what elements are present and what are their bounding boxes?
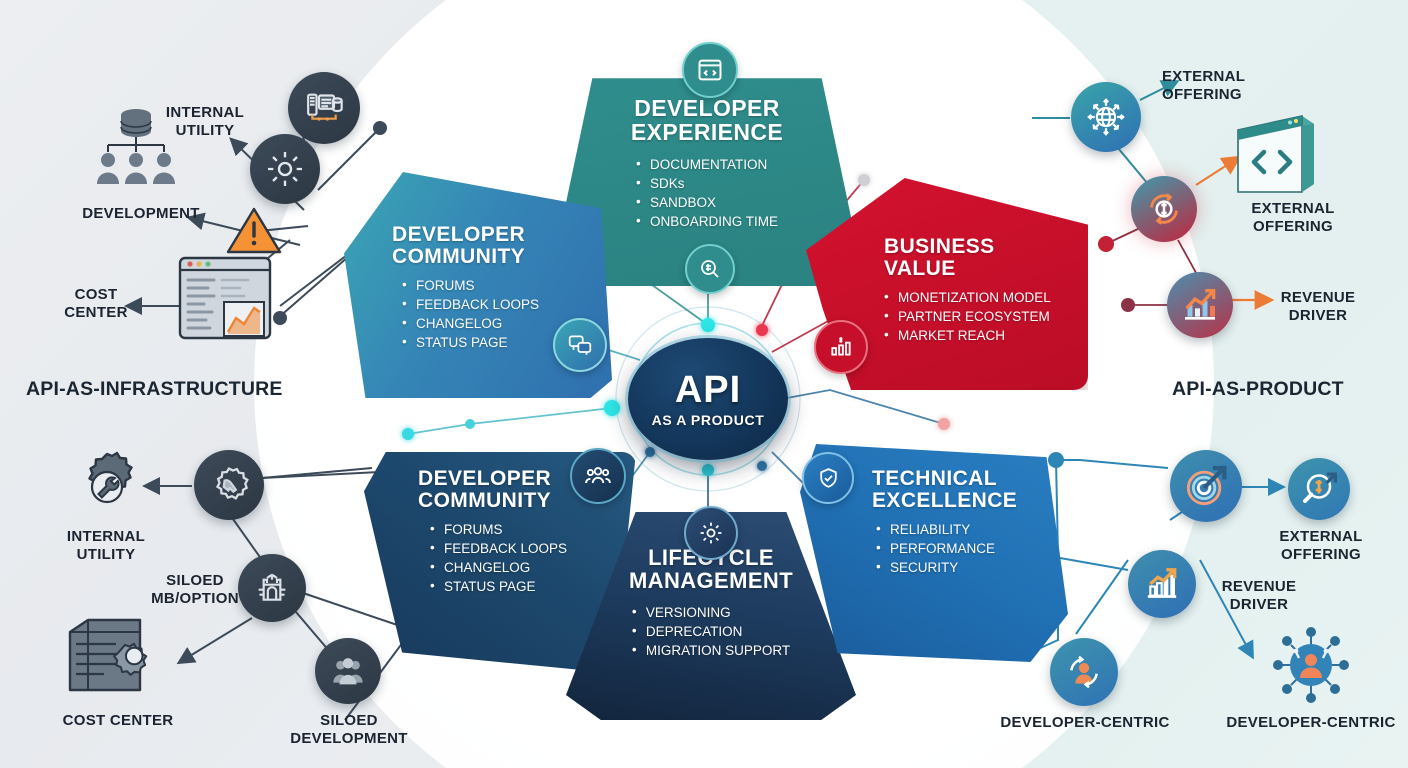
label-developer-centric: DEVELOPER-CENTRIC xyxy=(1226,714,1396,731)
list-item: MIGRATION SUPPORT xyxy=(632,640,790,660)
hub-secondary-label: AS A PRODUCT xyxy=(651,411,765,428)
list-item: SDKs xyxy=(636,173,778,193)
label-external-offering: EXTERNAL OFFERING xyxy=(1162,68,1246,103)
shield-check-icon[interactable] xyxy=(802,452,854,504)
server-gear-icon xyxy=(62,614,172,706)
label-external-offering: EXTERNAL OFFERING xyxy=(1279,528,1363,563)
list-item: PARTNER ECOSYSTEM xyxy=(884,306,1088,326)
database-team-icon xyxy=(88,104,184,188)
list-item: SECURITY xyxy=(876,557,1068,577)
chat-bubbles-icon[interactable] xyxy=(553,318,607,372)
center-hub[interactable]: API AS A PRODUCT xyxy=(628,338,788,460)
code-window-icon[interactable] xyxy=(682,42,738,98)
growth-chart-icon[interactable] xyxy=(1167,272,1233,338)
segment-title: BUSINESS VALUE xyxy=(884,235,995,281)
label-internal-utility: INTERNAL UTILITY xyxy=(165,104,245,139)
list-item: RELIABILITY xyxy=(876,518,1068,539)
list-item: SANDBOX xyxy=(636,192,778,212)
list-item: MONETIZATION MODEL xyxy=(884,286,1088,307)
search-api-icon[interactable] xyxy=(685,244,735,294)
gear-wrench-icon xyxy=(70,450,144,524)
code-window-3d-icon xyxy=(1224,110,1320,202)
list-item: CHANGELOG xyxy=(430,557,636,577)
segment-title: DEVELOPER COMMUNITY xyxy=(418,467,552,513)
segment-developer-community-upper[interactable]: DEVELOPER COMMUNITY FORUMS FEEDBACK LOOP… xyxy=(344,172,612,398)
list-item: CHANGELOG xyxy=(402,313,612,333)
people-group-icon[interactable] xyxy=(570,448,626,504)
list-item: ONBOARDING TIME xyxy=(636,211,778,231)
label-internal-utility: INTERNAL UTILITY xyxy=(66,528,146,563)
list-item: VERSIONING xyxy=(632,602,790,622)
list-item: MARKET REACH xyxy=(884,325,1088,345)
label-siloed-development: SILOED DEVELOPMENT xyxy=(290,712,408,747)
growth-chart-icon[interactable] xyxy=(1128,550,1196,618)
label-cost-center: COST CENTER xyxy=(64,286,128,321)
list-item: DOCUMENTATION xyxy=(636,154,778,174)
list-item: FEEDBACK LOOPS xyxy=(402,294,612,314)
dollar-bar-chart-icon[interactable] xyxy=(814,320,868,374)
segment-title: TECHNICAL EXCELLENCE xyxy=(872,467,1018,513)
list-item: STATUS PAGE xyxy=(402,332,612,352)
list-item: FEEDBACK LOOPS xyxy=(430,538,636,558)
segment-item-list: RELIABILITY PERFORMANCE SECURITY xyxy=(876,518,1068,577)
user-network-icon[interactable] xyxy=(1268,622,1354,708)
gear-icon[interactable] xyxy=(250,134,320,204)
label-siloed-adoption: SILOED MB/OPTION xyxy=(151,572,239,607)
dollar-cycle-icon[interactable] xyxy=(1131,176,1197,242)
label-revenue-driver: REVENUE DRIVER xyxy=(1280,289,1356,324)
globe-expand-icon[interactable] xyxy=(1071,82,1141,152)
target-arrow-icon[interactable] xyxy=(1170,450,1242,522)
label-revenue-driver: REVENUE DRIVER xyxy=(1221,578,1297,613)
dashboard-window-icon[interactable] xyxy=(178,256,272,340)
label-development: DEVELOPMENT xyxy=(82,205,200,222)
segment-item-list: MONETIZATION MODEL PARTNER ECOSYSTEM MAR… xyxy=(884,286,1088,345)
dollar-magnifier-icon[interactable] xyxy=(1288,458,1350,520)
segment-item-list: FORUMS FEEDBACK LOOPS CHANGELOG STATUS P… xyxy=(402,274,612,353)
list-item: FORUMS xyxy=(430,518,636,539)
label-developer-centric: DEVELOPER-CENTRIC xyxy=(1000,714,1170,731)
castle-silo-icon[interactable] xyxy=(238,554,306,622)
warning-triangle-icon[interactable] xyxy=(226,206,282,256)
left-side-title: API-AS-INFRASTRUCTURE xyxy=(26,378,283,400)
user-cycle-icon[interactable] xyxy=(1050,638,1118,706)
server-database-icon[interactable] xyxy=(288,72,360,144)
segment-title: DEVELOPER COMMUNITY xyxy=(392,223,526,269)
segment-title: DEVELOPER EXPERIENCE xyxy=(630,95,784,146)
segment-item-list: VERSIONING DEPRECATION MIGRATION SUPPORT xyxy=(632,602,790,660)
people-group-icon[interactable] xyxy=(315,638,381,704)
list-item: STATUS PAGE xyxy=(430,576,636,596)
label-external-offering: EXTERNAL OFFERING xyxy=(1251,200,1335,235)
list-item: DEPRECATION xyxy=(632,621,790,641)
list-item: FORUMS xyxy=(402,274,612,295)
segment-technical-excellence[interactable]: TECHNICAL EXCELLENCE RELIABILITY PERFORM… xyxy=(800,444,1068,662)
gear-icon[interactable] xyxy=(684,506,738,560)
gear-hand-icon[interactable] xyxy=(194,450,264,520)
segment-item-list: DOCUMENTATION SDKs SANDBOX ONBOARDING TI… xyxy=(636,154,778,232)
right-side-title: API-AS-PRODUCT xyxy=(1172,378,1344,400)
list-item: PERFORMANCE xyxy=(876,538,1068,558)
hub-primary-label: API xyxy=(674,368,742,411)
segment-item-list: FORUMS FEEDBACK LOOPS CHANGELOG STATUS P… xyxy=(430,518,636,597)
label-cost-center: COST CENTER xyxy=(62,712,174,729)
